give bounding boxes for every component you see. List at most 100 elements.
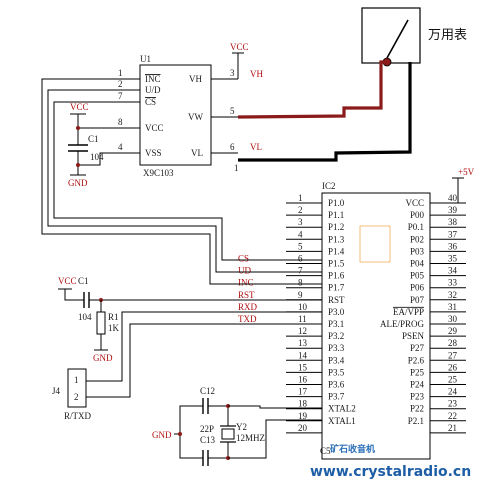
ic2-pin-number: 31 (448, 302, 457, 312)
ic2-pin-name: P3.0 (328, 307, 345, 317)
c1-gnd-label: GND (68, 178, 88, 188)
reset-cap-ref: C1 (78, 276, 89, 286)
u1-net-label: VH (250, 69, 263, 79)
ic2-pin-name: P2.1 (408, 416, 424, 426)
ic2-pin-number: 5 (298, 241, 303, 251)
ic2-pin-number: 35 (448, 254, 458, 264)
crystal-wire (179, 405, 203, 434)
j4-pin2: 2 (74, 392, 79, 402)
ic2-pin-name: P1.5 (328, 259, 345, 269)
xtal1-wire (228, 419, 322, 459)
u1-pin-number: 2 (118, 79, 123, 89)
ic2-marking (359, 225, 391, 263)
j4-ref: J4 (52, 386, 61, 396)
bus-ud (47, 89, 322, 273)
ic2-pin-name: P1.6 (328, 271, 345, 281)
ic2-pin-number: 36 (448, 241, 458, 251)
multimeter: 万用表 (361, 7, 467, 67)
ic2-ref: IC2 (322, 181, 336, 191)
ic2-pin-number: 30 (448, 314, 458, 324)
ic2-net-label: UD (238, 266, 251, 276)
ic2-pin-number: 22 (448, 411, 457, 421)
ic2-supply-label: +5V (458, 167, 475, 177)
c1-junction (76, 163, 80, 167)
j4-label: R/TXD (64, 411, 92, 421)
ic2-pin-number: 12 (298, 326, 307, 336)
ic2-pin-number: 27 (448, 350, 458, 360)
ic2-pin-number: 15 (298, 362, 308, 372)
reset-cap-value: 104 (78, 312, 92, 322)
c1-junction (76, 126, 80, 130)
crystal-freq: 12MHZ (236, 433, 265, 443)
chip-u1: U1 X9C103 1 2 7 8 4 INC U/D CS VCC VSS 3… (112, 42, 263, 178)
u1-pin-name: CS (145, 97, 156, 107)
ic2-pin-name: P3.3 (328, 343, 345, 353)
ic2-pin-name: XTAL2 (328, 404, 356, 414)
ic2-body (321, 192, 431, 460)
c1-value: 104 (90, 152, 104, 162)
reset-res-ref: R1 (108, 312, 119, 322)
ic2-pin-name: P02 (410, 234, 424, 244)
ic2-pin-number: 21 (448, 423, 457, 433)
ic2-pin-number: 25 (448, 375, 458, 385)
watermark-url: www.crystalradio.cn (310, 464, 471, 480)
crystal-cap-value: 22P (200, 424, 214, 434)
ic2-pin-number: 16 (298, 375, 308, 385)
ic2-pin-number: 7 (298, 266, 303, 276)
ic2-pin-name: P1.7 (328, 283, 345, 293)
crystal-gnd-label: GND (152, 430, 172, 440)
ic2-pin-name: P06 (410, 283, 425, 293)
u1-pin-name: U/D (145, 85, 161, 95)
ic2-pin-name: RST (328, 295, 345, 305)
c5-ref: C5 (320, 446, 331, 456)
ic2-pin-name: ALE/PROG (380, 319, 425, 329)
ic2-pin-name: P2.6 (408, 355, 425, 365)
ic2-pin-name: VCC (405, 198, 424, 208)
ic2-pin-name: P3.7 (328, 392, 345, 402)
ic2-pin-name: P27 (410, 343, 425, 353)
connector-j4: J4 1 2 R/TXD (52, 311, 322, 421)
bus-inc (41, 78, 322, 285)
watermark-cn: 矿石收音机 (330, 443, 375, 455)
ic2-net-label: RST (238, 290, 255, 300)
j4-pin1: 1 (74, 375, 79, 385)
reset-gnd-label: GND (93, 353, 113, 363)
crystal-body (221, 428, 235, 440)
meter-wire-black (238, 62, 412, 162)
ic2-net-label: CS (238, 254, 249, 264)
ic2-pin-name: P03 (410, 246, 425, 256)
meter-wire-red (237, 60, 387, 119)
ic2-pin-number: 18 (298, 399, 308, 409)
decoupling-cap-c1: VCC C1 104 GND (68, 102, 112, 188)
ic2-pin-number: 26 (448, 362, 458, 372)
ic2-pin-number: 29 (448, 326, 458, 336)
ic2-pin-name: P00 (410, 210, 425, 220)
ic2-pin-number: 24 (448, 387, 458, 397)
ic2-pin-name: P05 (410, 271, 425, 281)
c1-gnd-wire (78, 152, 112, 166)
ic2-pin-number: 23 (448, 399, 458, 409)
crystal-oscillator: C12 C13 22P Y2 12MHZ GND C5 (152, 386, 331, 466)
ic2-pin-number: 38 (448, 217, 458, 227)
ic2-pin-number: 34 (448, 266, 458, 276)
u1-vcc-label: VCC (230, 42, 249, 52)
reset-resistor (96, 311, 106, 335)
u1-pin-name: VL (191, 148, 203, 158)
ic2-pin-number: 20 (298, 423, 308, 433)
u1-pin-number: 5 (230, 106, 235, 116)
ic2-pin-name: P25 (410, 367, 425, 377)
ic2-pin-number: 8 (298, 278, 303, 288)
ic2-pin-number: 4 (298, 229, 303, 239)
u1-pin-number: 6 (230, 142, 235, 152)
ic2-pin-number: 32 (448, 290, 457, 300)
reset-res-value: 1K (108, 323, 120, 333)
ic2-pin-number: 14 (298, 350, 308, 360)
ic2-pin-number: 11 (298, 314, 307, 324)
reset-wire (64, 289, 84, 301)
ic2-pin-number: 19 (298, 411, 308, 421)
u1-pin-number: 8 (118, 117, 123, 127)
ic2-pin-number: 17 (298, 387, 308, 397)
